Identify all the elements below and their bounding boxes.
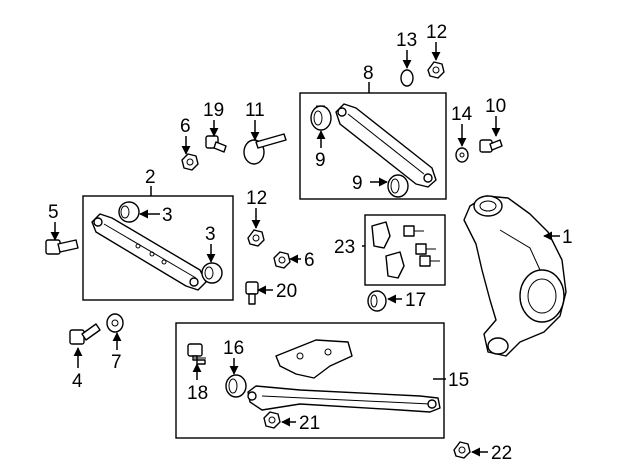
callout-17: 17 (405, 290, 426, 311)
group-box-8 (299, 92, 447, 200)
callout-5: 5 (48, 202, 59, 223)
kit-23-parts (371, 221, 440, 279)
callout-8: 8 (363, 63, 374, 84)
callout-19: 19 (203, 100, 224, 121)
callout-6-top: 6 (180, 116, 191, 137)
nut-6-top (181, 153, 199, 171)
callout-11: 11 (245, 100, 265, 121)
callout-labels: 1 2 3 3 4 5 6 6 7 8 9 9 10 11 12 12 13 1… (48, 22, 573, 464)
callout-18: 18 (187, 383, 208, 404)
callout-20: 20 (276, 281, 297, 302)
upper-link-arm (335, 103, 437, 188)
nut-21 (263, 411, 281, 429)
callout-23: 23 (334, 237, 355, 258)
bolt-18 (187, 343, 206, 365)
bushing-9-upper (310, 105, 332, 131)
bushing-16 (225, 374, 247, 398)
washer-7 (106, 313, 124, 333)
group-box-2 (82, 195, 234, 301)
bolt-4 (69, 323, 101, 345)
nut-12-mid (247, 229, 265, 247)
lower-control-arm (247, 385, 441, 413)
bushing-3-upper (118, 201, 140, 223)
washer-13 (400, 69, 414, 87)
callout-7: 7 (111, 352, 122, 373)
nut-6-mid (273, 251, 291, 269)
bushing-17 (367, 290, 387, 312)
nut-12-top (427, 61, 445, 79)
callout-2: 2 (145, 167, 156, 188)
callout-16: 16 (223, 338, 244, 359)
bracket-plate (275, 339, 353, 379)
washer-14 (455, 147, 469, 163)
lower-link-arm (91, 213, 207, 291)
nut-22 (453, 441, 471, 459)
callout-10: 10 (485, 96, 506, 117)
callout-14: 14 (451, 104, 473, 125)
callout-6-mid: 6 (304, 250, 315, 271)
callout-13: 13 (396, 30, 417, 51)
callout-9-upper: 9 (315, 150, 326, 171)
callout-15: 15 (448, 370, 469, 391)
knuckle (463, 195, 567, 357)
bolt-5 (45, 239, 79, 255)
callout-1: 1 (562, 227, 573, 248)
eccentric-bolt-11 (243, 133, 287, 165)
bushing-3-lower (201, 262, 223, 284)
callout-12-mid: 12 (246, 188, 267, 209)
callout-3-upper: 3 (162, 205, 173, 226)
callout-4: 4 (72, 371, 83, 392)
leader-lines (50, 42, 560, 457)
group-box-23 (364, 214, 446, 286)
bolt-19 (205, 135, 227, 153)
callout-3-lower: 3 (205, 224, 216, 245)
bolt-10 (479, 139, 503, 153)
bushing-9-lower (387, 174, 409, 198)
callout-9-lower: 9 (352, 173, 363, 194)
callout-12-top: 12 (426, 22, 447, 43)
bolt-20 (245, 281, 259, 305)
callout-22: 22 (491, 443, 512, 464)
callout-21: 21 (299, 413, 320, 434)
group-box-15 (175, 322, 445, 439)
